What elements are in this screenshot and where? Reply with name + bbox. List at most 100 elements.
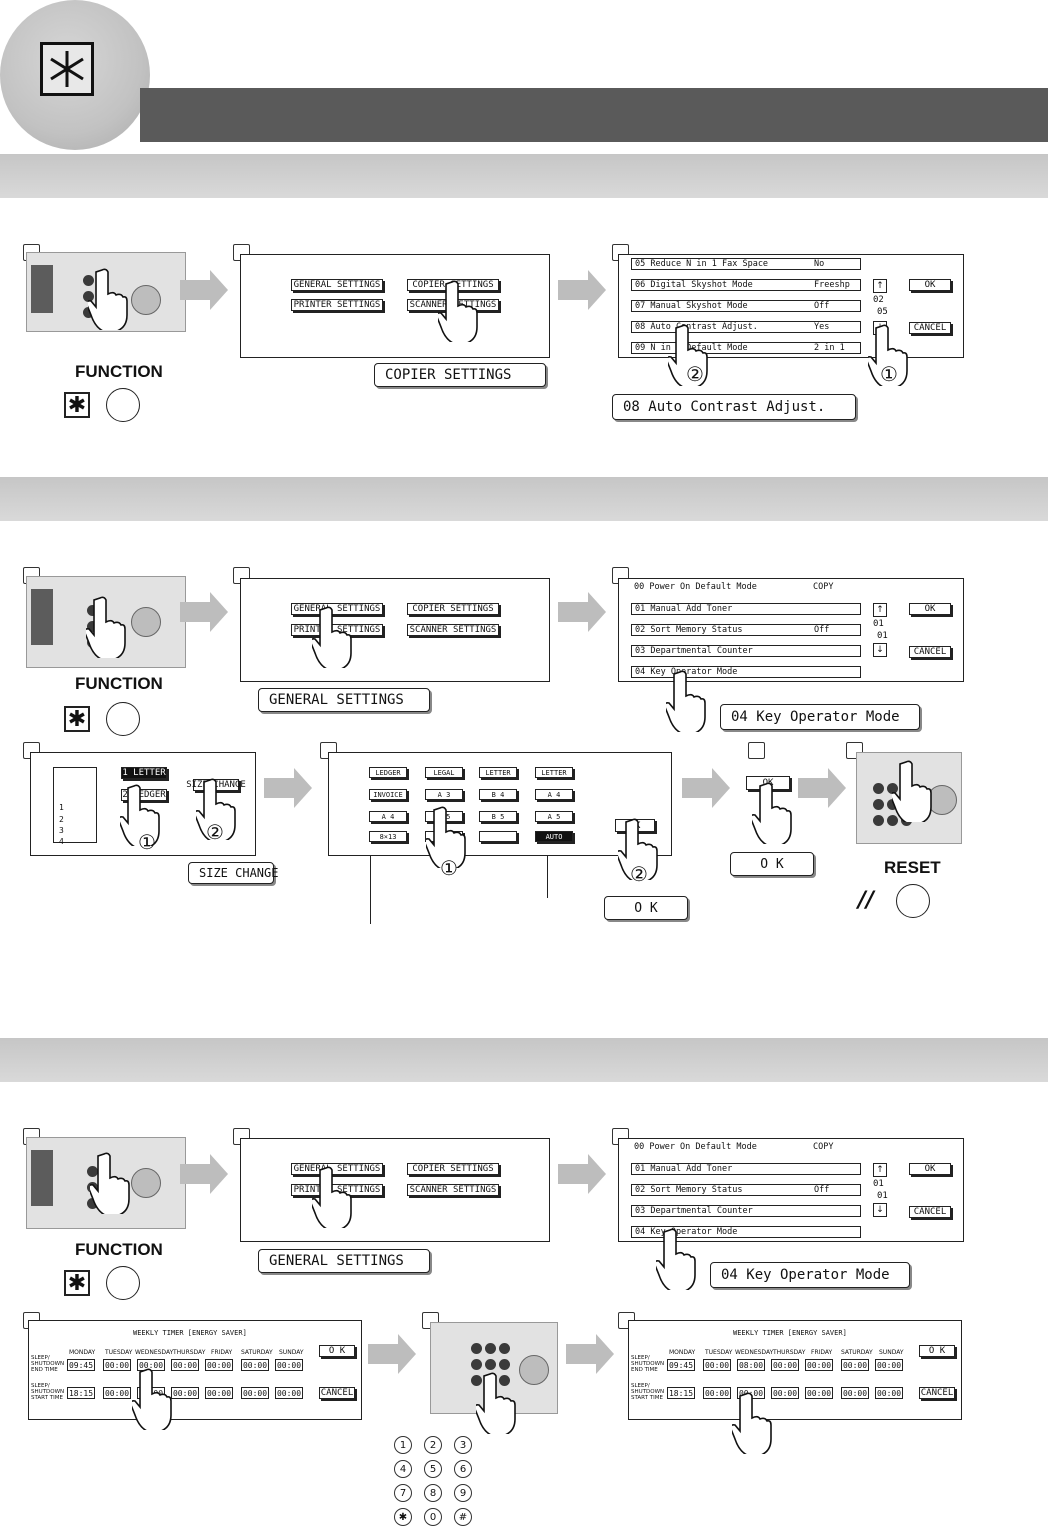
cancel-button[interactable]: CANCEL [909,1206,951,1218]
list-item[interactable]: 04 Key Operator Mode [631,666,861,678]
cancel-button[interactable]: CANCEL [909,322,951,334]
size-a4-r-button[interactable]: A 4 [535,789,573,800]
cancel-button[interactable]: CANCEL [319,1387,355,1399]
size-a3-button[interactable]: A 3 [425,789,463,800]
panel-lcd [31,265,53,313]
scanner-settings-button[interactable]: SCANNER SETTINGS [407,624,499,636]
timer-cell[interactable]: 00:00 [805,1359,833,1371]
scroll-up-icon[interactable]: ↑ [873,279,887,293]
tray-number: 2 [59,815,64,824]
ok-button[interactable]: OK [909,1163,951,1175]
timer-cell[interactable]: 00:00 [171,1387,199,1399]
general-settings-button[interactable]: GENERAL SETTINGS [291,279,383,291]
size-b5-r-button[interactable]: B 5 [479,811,517,822]
cancel-button[interactable]: CANCEL [919,1387,955,1399]
start-button[interactable] [131,1168,161,1198]
reset-key[interactable] [896,884,930,918]
timer-cell[interactable]: 00:00 [275,1387,303,1399]
general-settings-button[interactable]: GENERAL SETTINGS [291,603,383,615]
size-ledger-button[interactable]: LEDGER [369,767,407,778]
size-8x13-button[interactable]: 8×13 [369,831,407,842]
tray-1-button[interactable]: 1 LETTER [121,767,167,779]
timer-cell[interactable]: 00:00 [841,1359,869,1371]
list-item[interactable]: 03 Departmental Counter [631,645,861,657]
size-auto-button[interactable]: AUTO [535,831,573,842]
timer-cell[interactable]: 18:15 [67,1387,95,1399]
timer-cell[interactable]: 00:00 [805,1387,833,1399]
start-button[interactable] [131,607,161,637]
timer-cell[interactable]: 00:00 [771,1387,799,1399]
hand-pointer-icon [86,596,126,658]
arrow-right-icon [558,1154,606,1194]
cancel-button[interactable]: CANCEL [909,646,951,658]
timer-cell[interactable]: 00:00 [103,1359,131,1371]
list-item[interactable]: 03 Departmental Counter [631,1205,861,1217]
start-button[interactable] [131,285,161,315]
timer-cell[interactable]: 00:00 [841,1387,869,1399]
ok-button[interactable]: O K [919,1345,955,1357]
size-a5-button[interactable]: A 5 [535,811,573,822]
timer-cell[interactable]: 00:00 [205,1359,233,1371]
timer-cell[interactable]: 00:00 [875,1359,903,1371]
keypad-key: 5 [424,1460,442,1478]
timer-cell[interactable]: 00:00 [275,1359,303,1371]
settings-screen: GENERAL SETTINGS COPIER SETTINGS PRINTER… [240,1138,550,1242]
row-label: SLEEP/ SHUTDOWN START TIME [31,1383,65,1401]
copier-settings-button[interactable]: COPIER SETTINGS [407,603,499,615]
day-label: SUNDAY [879,1349,904,1356]
ok-button[interactable]: O K [319,1345,355,1357]
scanner-settings-button[interactable]: SCANNER SETTINGS [407,1184,499,1196]
timer-cell[interactable]: 08:00 [737,1359,765,1371]
general-settings-button[interactable]: GENERAL SETTINGS [291,1163,383,1175]
timer-cell[interactable]: 00:00 [771,1359,799,1371]
size-a4-button[interactable]: A 4 [369,811,407,822]
start-button[interactable] [519,1355,549,1385]
function-label: FUNCTION [75,1240,163,1259]
arrow-right-icon [264,768,312,808]
scroll-down-icon[interactable]: ↓ [873,643,887,657]
scroll-down-icon[interactable]: ↓ [873,1203,887,1217]
function-key[interactable] [106,702,140,736]
size-blank-button[interactable] [479,831,517,842]
timer-cell[interactable]: 00:00 [171,1359,199,1371]
ok-button[interactable]: OK [909,603,951,615]
size-legal-button[interactable]: LEGAL [425,767,463,778]
size-letter-r-button[interactable]: LETTER [535,767,573,778]
size-b4-button[interactable]: B 4 [479,789,517,800]
size-letter-button[interactable]: LETTER [479,767,517,778]
scroll-up-icon[interactable]: ↑ [873,1163,887,1177]
function-key[interactable] [106,1266,140,1300]
timer-cell[interactable]: 00:00 [241,1387,269,1399]
timer-cell[interactable]: 00:00 [205,1387,233,1399]
list-item[interactable]: 08 Auto Contrast Adjust.Yes [631,321,861,333]
timer-cell[interactable]: 09:45 [667,1359,695,1371]
timer-cell[interactable]: 18:15 [667,1387,695,1399]
list-item[interactable]: 01 Manual Add Toner [631,1163,861,1175]
function-label: FUNCTION [75,674,163,693]
printer-settings-button[interactable]: PRINTER SETTINGS [291,299,383,311]
list-item[interactable]: 01 Manual Add Toner [631,603,861,615]
timer-cell[interactable]: 00:00 [241,1359,269,1371]
size-invoice-button[interactable]: INVOICE [369,789,407,800]
ok-button[interactable]: OK [909,279,951,291]
keypad-key: 4 [394,1460,412,1478]
timer-cell[interactable]: 00:00 [875,1387,903,1399]
timer-cell[interactable]: 00:00 [103,1387,131,1399]
timer-cell[interactable]: 00:00 [703,1359,731,1371]
function-key[interactable] [106,388,140,422]
hand-pointer-icon [732,1392,772,1454]
list-item[interactable]: 04 Key Operator Mode [631,1226,861,1238]
page-current: 01 [873,1179,884,1189]
copier-settings-button[interactable]: COPIER SETTINGS [407,1163,499,1175]
timer-cell[interactable]: 09:45 [67,1359,95,1371]
timer-cell[interactable]: 00:00 [703,1387,731,1399]
scroll-up-icon[interactable]: ↑ [873,603,887,617]
